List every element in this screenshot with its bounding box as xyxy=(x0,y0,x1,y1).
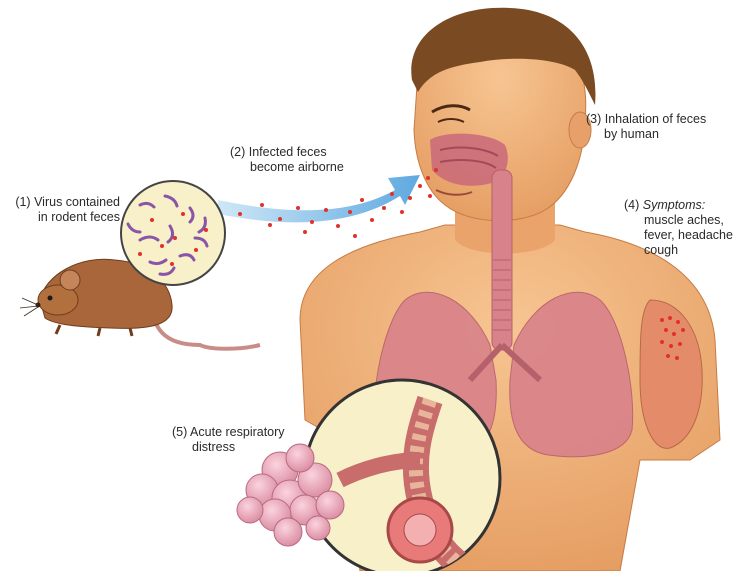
label-step5: (5) Acute respiratory distress xyxy=(172,425,285,455)
label-step4-line2: muscle aches, xyxy=(624,213,733,228)
label-step4-prefix: (4) xyxy=(624,198,643,212)
label-step2-line1: (2) Infected feces xyxy=(230,145,344,160)
label-step1: (1) Virus contained in rodent feces xyxy=(10,195,120,225)
label-step1-line2: in rodent feces xyxy=(10,210,120,225)
label-step2-line2: become airborne xyxy=(230,160,344,175)
virus-magnifier-icon xyxy=(121,181,225,285)
label-step2: (2) Infected feces become airborne xyxy=(230,145,344,175)
label-step4-line1: (4) Symptoms: xyxy=(624,198,733,213)
label-step1-line1: (1) Virus contained xyxy=(10,195,120,210)
airborne-arrow-icon xyxy=(218,168,438,238)
label-step3-line1: (3) Inhalation of feces xyxy=(586,112,706,127)
label-step3-line2: by human xyxy=(586,127,706,142)
label-step4-line4: cough xyxy=(624,243,733,258)
label-step4: (4) Symptoms: muscle aches, fever, heada… xyxy=(624,198,733,258)
label-step5-line1: (5) Acute respiratory xyxy=(172,425,285,440)
label-step3: (3) Inhalation of feces by human xyxy=(586,112,706,142)
label-step4-heading: Symptoms: xyxy=(643,198,706,212)
label-step4-line3: fever, headache xyxy=(624,228,733,243)
label-step5-line2: distress xyxy=(172,440,285,455)
alveoli-magnifier-icon xyxy=(237,380,500,571)
